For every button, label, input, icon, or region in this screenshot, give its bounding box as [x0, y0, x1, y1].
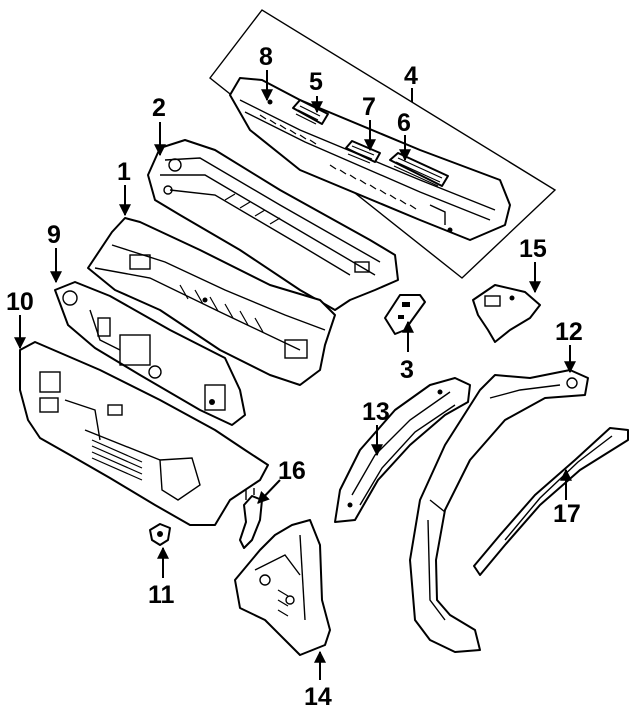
cowl-top-group-box	[209, 9, 557, 279]
callout-2: 2	[152, 94, 166, 122]
callout-8: 8	[259, 43, 273, 71]
hinge-pillar-reinforcement[interactable]	[334, 377, 471, 523]
front-pillar[interactable]	[409, 369, 589, 653]
callout-3: 3	[400, 356, 414, 384]
grille-insert-6[interactable]	[389, 152, 449, 187]
callout-9: 9	[47, 221, 61, 249]
callout-1: 1	[117, 158, 131, 186]
dash-panel-upper[interactable]	[87, 217, 336, 386]
cowl-side-panel[interactable]	[234, 519, 331, 656]
callout-17: 17	[553, 500, 581, 528]
callout-12: 12	[555, 318, 583, 346]
dash-insulator[interactable]	[19, 341, 269, 526]
dash-panel-middle[interactable]	[54, 281, 246, 426]
cowl-upper-panel[interactable]	[147, 139, 399, 311]
clip-16[interactable]	[239, 488, 263, 549]
clip-11[interactable]	[149, 523, 171, 546]
leader-lines	[14, 70, 576, 680]
bracket-3[interactable]	[384, 294, 426, 335]
callout-16: 16	[278, 457, 306, 485]
callout-13: 13	[362, 398, 390, 426]
callout-15: 15	[519, 235, 547, 263]
bracket-15[interactable]	[472, 284, 541, 343]
callout-7: 7	[362, 93, 376, 121]
grille-insert-7[interactable]	[345, 140, 381, 164]
callout-6: 6	[397, 109, 411, 137]
callout-11: 11	[148, 581, 175, 609]
callout-labels: 1 2 3 4 5 6 7 8 9 10 11 12 13 14 15 16 1…	[6, 43, 583, 711]
callout-10: 10	[6, 288, 34, 316]
callout-4: 4	[404, 62, 418, 90]
callout-5: 5	[309, 68, 323, 96]
callout-14: 14	[304, 683, 332, 711]
weatherstrip[interactable]	[473, 427, 629, 576]
grille-insert-5[interactable]	[292, 99, 329, 125]
